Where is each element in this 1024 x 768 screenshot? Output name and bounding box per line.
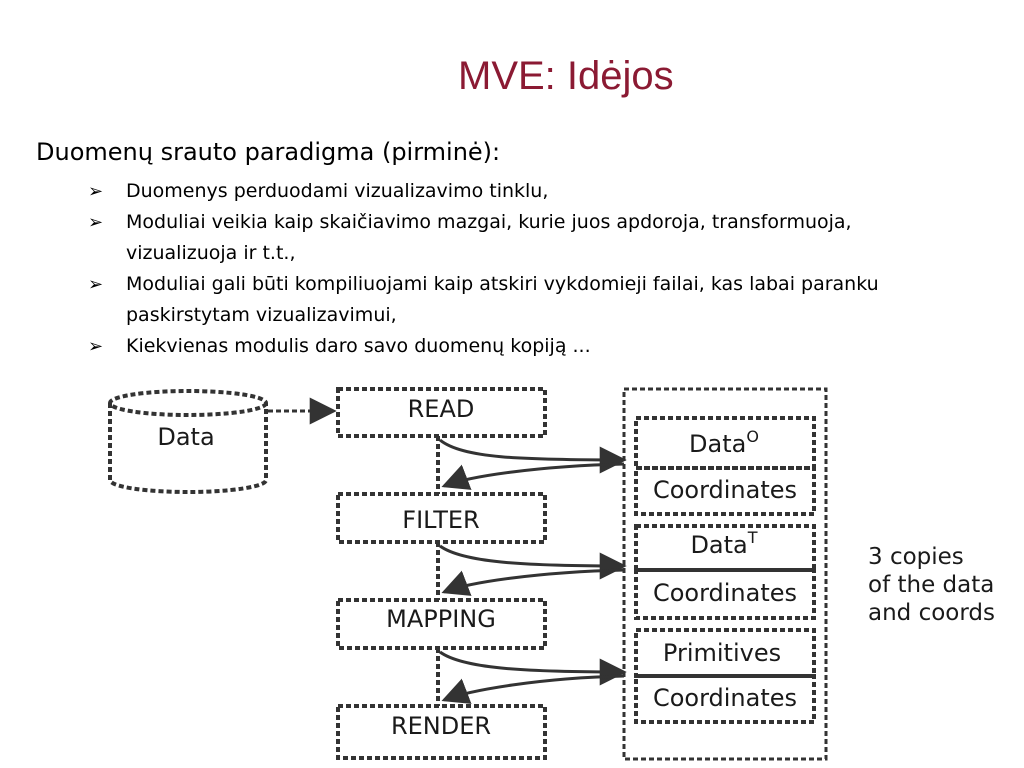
- curved-arrow-back: [441, 568, 625, 596]
- module-filter: FILTER: [336, 492, 547, 544]
- bullet-text: Moduliai gali būti kompiliuojami kaip at…: [126, 273, 879, 326]
- bullet-item: ➢ Moduliai veikia kaip skaičiavimo mazga…: [86, 207, 956, 269]
- bullet-text: Duomenys perduodami vizualizavimo tinklu…: [126, 180, 549, 202]
- module-render: RENDER: [336, 704, 547, 760]
- copy-1-top-label: DataO: [689, 427, 759, 458]
- arrow-bullet-icon: ➢: [88, 336, 104, 357]
- bullet-list: ➢ Duomenys perduodami vizualizavimo tink…: [86, 176, 956, 362]
- module-mapping: MAPPING: [336, 598, 547, 650]
- bullet-text: Kiekvienas modulis daro savo duomenų kop…: [126, 335, 591, 357]
- curved-arrow-back: [441, 674, 625, 704]
- copy-3-top-label: Primitives: [663, 639, 781, 667]
- bullet-item: ➢ Kiekvienas modulis daro savo duomenų k…: [86, 331, 956, 362]
- curved-arrow-back: [441, 462, 625, 490]
- module-render-label: RENDER: [391, 712, 491, 740]
- note-line-1: 3 copies: [868, 544, 964, 570]
- bullet-item: ➢ Duomenys perduodami vizualizavimo tink…: [86, 176, 956, 207]
- curved-arrow-out: [439, 438, 627, 474]
- bullet-item: ➢ Moduliai gali būti kompiliuojami kaip …: [86, 269, 956, 331]
- module-read: READ: [336, 387, 547, 438]
- copy-1-bottom-label: Coordinates: [653, 476, 797, 504]
- note-line-3: and coords: [868, 600, 995, 626]
- bullet-text: Moduliai veikia kaip skaičiavimo mazgai,…: [126, 211, 852, 264]
- module-read-label: READ: [408, 395, 475, 423]
- copy-3-bottom-label: Coordinates: [653, 684, 797, 712]
- curved-arrow-out: [439, 544, 627, 580]
- arrow-bullet-icon: ➢: [88, 212, 104, 233]
- slide-title: MVE: Idėjos: [458, 54, 674, 98]
- data-store-label: Data: [157, 423, 214, 451]
- module-filter-label: FILTER: [402, 506, 479, 534]
- copy-group-3: Primitives Coordinates: [634, 628, 816, 724]
- section-heading: Duomenų srauto paradigma (pirminė):: [36, 138, 501, 166]
- data-store-cylinder: Data: [108, 389, 268, 494]
- note-line-2: of the data: [868, 572, 994, 598]
- copy-2-bottom-label: Coordinates: [653, 579, 797, 607]
- copy-group-2: DataT Coordinates: [634, 524, 816, 620]
- copies-container: [622, 387, 828, 761]
- copy-2-top-label: DataT: [690, 528, 757, 559]
- arrow-bullet-icon: ➢: [88, 274, 104, 295]
- module-mapping-label: MAPPING: [386, 605, 496, 633]
- copy-group-1: DataO Coordinates: [634, 416, 816, 516]
- curved-arrow-out: [439, 650, 627, 686]
- arrow-bullet-icon: ➢: [88, 181, 104, 202]
